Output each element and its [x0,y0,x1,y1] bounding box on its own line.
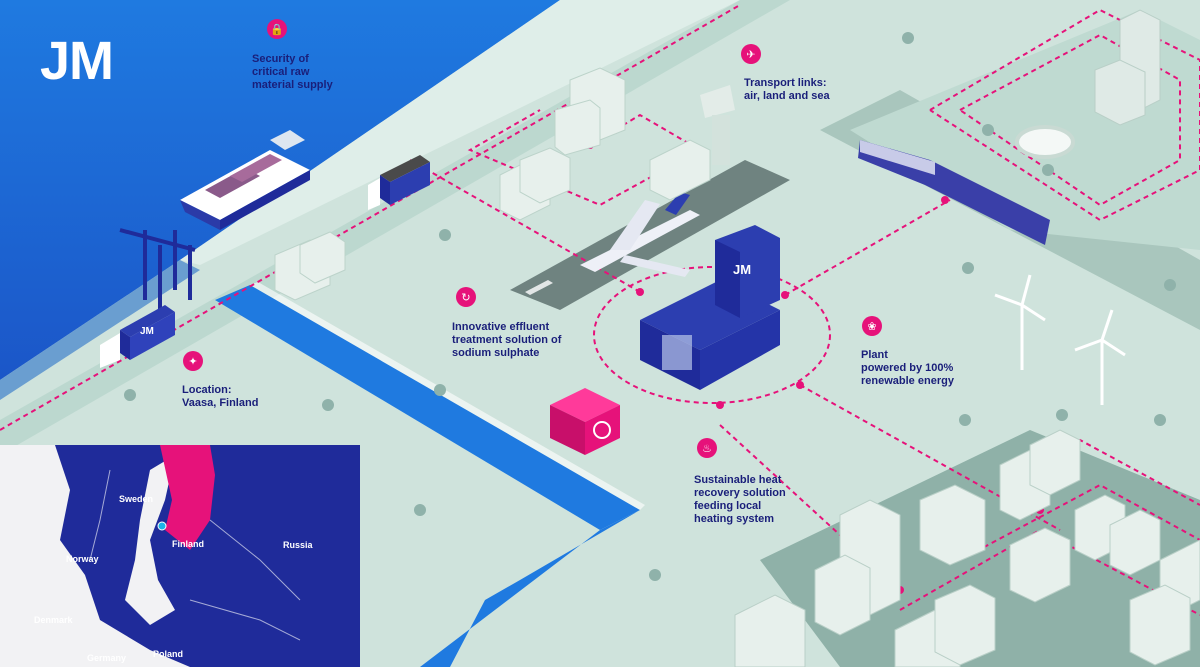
map-borders [89,469,301,641]
map-sea [0,445,190,667]
jm-plant [640,225,780,390]
callout-transport: Transport links: air, land and sea [744,77,830,103]
flame-icon: ♨ [697,438,717,458]
callout-effluent-line-2: treatment solution of [452,334,562,346]
callout-location-line-2: Vaasa, Finland [182,397,259,409]
fountain [1015,125,1075,159]
truck-north [368,155,430,210]
callout-security-line-2: critical raw [252,66,310,78]
callout-renewable: Plant powered by 100% renewable energy [861,349,954,388]
leaf-icon: ❀ [862,316,882,336]
callout-heat: Sustainable heat recovery solution feedi… [694,474,786,526]
map-label-denmark: Denmark [34,615,73,625]
port-cranes [119,228,196,310]
town-buildings [734,429,1200,667]
map-label-germany: Germany [87,653,127,663]
callout-transport-line-1: Transport links: [744,77,827,89]
jm-logo: JM [40,31,114,91]
train [858,140,1050,245]
canal [215,285,640,530]
compass-icon: ✦ [183,351,203,371]
plane-icon: ✈ [741,44,761,64]
quay [180,0,740,265]
recycle-icon: ↻ [456,287,476,307]
church [1094,9,1161,126]
map-label-poland: Poland [153,649,184,659]
callout-security-line-1: Security of [252,53,309,65]
map-label-finland: Finland [172,539,204,549]
callout-heat-line-3: feeding local [694,500,762,512]
map-label-russia: Russia [283,540,313,550]
callout-location-line-1: Location: [182,384,232,396]
runway-marks [525,280,553,295]
map-label-sweden: Sweden [119,494,154,504]
map-baltic [125,455,175,625]
callout-renewable-line-3: renewable energy [861,375,954,387]
cargo-ship [180,130,310,230]
callout-effluent-line-3: sodium sulphate [452,347,540,359]
wind-turbines [994,274,1126,405]
trees [124,32,1176,581]
map-label-norway: Norway [66,554,99,564]
canal-edge [250,282,645,510]
truck-sign: JM [140,326,154,337]
plant-sign: JM [733,262,752,277]
buildings-airport [274,67,711,301]
callout-renewable-line-2: powered by 100% [861,362,954,374]
callout-renewable-line-1: Plant [861,349,888,361]
callout-heat-line-2: recovery solution [694,487,786,499]
callout-security-line-3: material supply [252,79,333,91]
callout-location: Location: Vaasa, Finland [182,384,258,410]
callout-heat-line-4: heating system [694,513,775,525]
airplane [580,192,700,277]
callout-transport-line-2: air, land and sea [744,90,830,102]
canal-south [420,510,640,667]
lock-icon: 🔒 [267,19,287,39]
control-tower [700,85,735,165]
truck-south [100,305,175,368]
effluent-cube [550,388,620,455]
callout-effluent: Innovative effluent treatment solution o… [452,321,561,360]
vaasa-marker [157,521,167,531]
harbor-wall [0,260,200,400]
callout-security: Security of critical raw material supply [252,53,333,92]
callout-heat-line-1: Sustainable heat [694,474,782,486]
callout-effluent-line-1: Innovative effluent [452,321,550,333]
map-finland [160,445,215,550]
